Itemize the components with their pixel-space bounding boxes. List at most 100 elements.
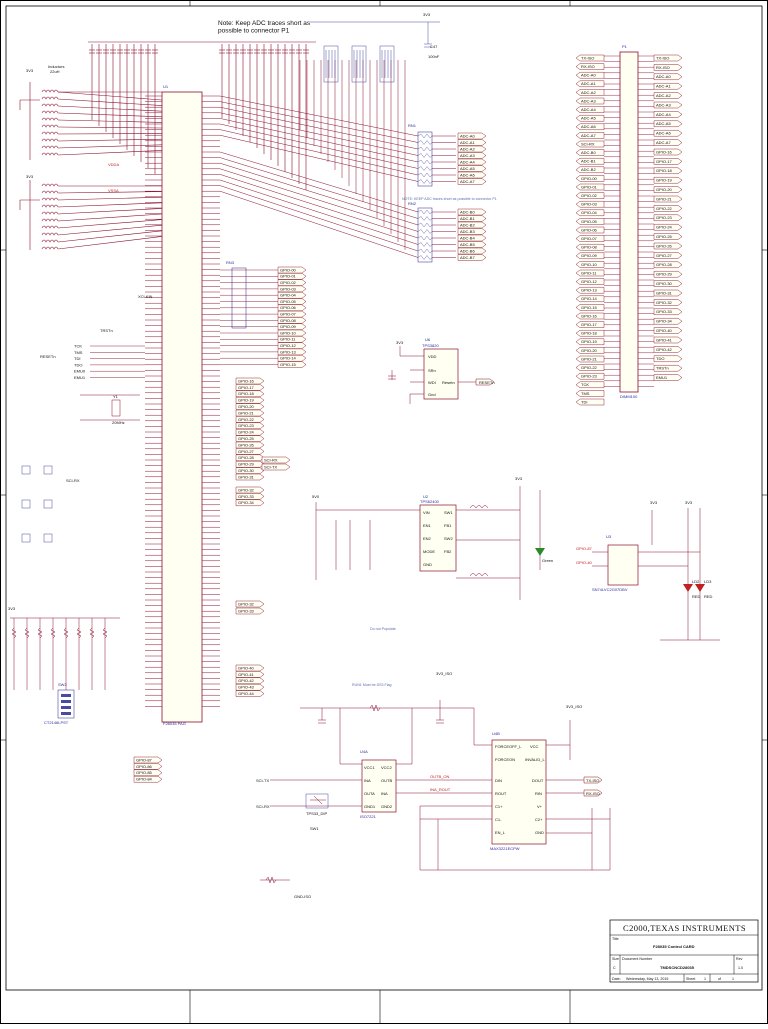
p1-left-flag-23-text: GPIO-09	[581, 253, 598, 258]
p1-right-flag-28: GPIO-34	[654, 318, 682, 324]
p1-left-flag-3: ADC-A1	[576, 81, 604, 87]
ina-rout-net: INA_ROUT	[430, 787, 451, 792]
v33-iso-label-2: 3V3_ISO	[566, 704, 582, 709]
tb-date-label: Date:	[612, 977, 621, 981]
u6-resetn-flag: RESETn	[479, 380, 495, 385]
gpio-a-flag-2: GPIO-02	[278, 280, 306, 286]
adc-b-flag-6: ADC-B6	[458, 248, 486, 254]
gpio-b-flag-13: GPIO-29	[236, 461, 264, 467]
led3-ref: LD3	[704, 579, 712, 584]
svg-text:VDDA: VDDA	[108, 162, 119, 167]
adc-a-flag-4-text: ADC-A4	[460, 159, 475, 164]
u3-value: SN74LVC2G07DBV	[592, 587, 628, 592]
adc-a-flag-5: ADC-A5	[458, 166, 486, 172]
gpio-a-flag-1: GPIO-01	[278, 273, 306, 279]
u3-gpio-in2: GPIO-40	[576, 560, 593, 565]
svg-text:22uH: 22uH	[50, 69, 60, 74]
p1-left-flag-24-text: GPIO-10	[581, 262, 598, 267]
tb-sheet-label: Sheet	[686, 977, 695, 981]
p1-right-flag-9: ADC-A7	[654, 140, 682, 146]
p1-left-flag-8: ADC-A6	[576, 124, 604, 130]
p1-right-flag-20: GPIO-26	[654, 243, 682, 249]
p1-right-flag-16: GPIO-22	[654, 205, 682, 211]
y1-ref: Y1	[113, 394, 119, 399]
gpio-a-flag-15-text: GPIO-15	[280, 362, 297, 367]
p1-right-flag-23: GPIO-29	[654, 271, 682, 277]
p1-right-flag-18: GPIO-24	[654, 224, 682, 230]
test-point-3	[44, 500, 52, 508]
gpio-a-flag-12: GPIO-12	[278, 343, 306, 349]
svg-text:INA: INA	[381, 791, 388, 796]
gpio-b-flag-3-text: GPIO-19	[238, 398, 255, 403]
gpio-33-lower-flag-text: GPIO-33	[238, 608, 255, 613]
u6-value: TPS3820	[422, 343, 439, 348]
p1-left-flag-30-text: GPIO-16	[581, 313, 598, 318]
p1-right-flag-28-text: GPIO-34	[656, 319, 673, 324]
gpio-a-flag-3-text: GPIO-03	[280, 286, 297, 291]
adc-a-flag-0: ADC-A0	[458, 133, 486, 139]
p1-right-flag-23-text: GPIO-29	[656, 272, 673, 277]
p1-right-flag-7-text: ADC-A5	[656, 121, 671, 126]
sw1-ref: SW1	[310, 826, 319, 831]
gpio-a-flag-7: GPIO-07	[278, 311, 306, 317]
p1-right-flag-4-text: ADC-A2	[656, 93, 671, 98]
svg-text:SW2: SW2	[444, 536, 453, 541]
tb-of-label: of	[718, 977, 721, 981]
p1-right-flag-29-text: GPIO-40	[656, 328, 673, 333]
p1-left-flag-2: ADC-A0	[576, 72, 604, 78]
gpio-b-net-flags: GPIO-16GPIO-17GPIO-18GPIO-19GPIO-20GPIO-…	[236, 378, 264, 480]
v5-label-u2: 5V0	[312, 494, 320, 499]
p1-left-flag-32-text: GPIO-18	[581, 331, 598, 336]
p1-left-flag-35-text: GPIO-21	[581, 356, 598, 361]
led3-value: RED	[704, 594, 713, 599]
p1-left-flag-31: GPIO-17	[576, 322, 604, 328]
v33-label-1: 3V3	[26, 68, 34, 73]
p1-right-flag-29: GPIO-40	[654, 328, 682, 334]
p1-left-flag-13-text: ADC-B2	[581, 167, 596, 172]
gpio-a-flag-12-text: GPIO-12	[280, 343, 297, 348]
p1-right-flag-6: ADC-A4	[654, 111, 682, 117]
p1-right-flag-15-text: GPIO-21	[656, 196, 673, 201]
u4b-value: MAX3221ECPW	[490, 846, 520, 851]
p1-left-flag-20-text: GPIO-06	[581, 227, 598, 232]
p1-left-flag-6: ADC-A4	[576, 107, 604, 113]
p1-right-flag-11: GPIO-17	[654, 158, 682, 164]
p1-right-flag-8-text: ADC-A6	[656, 131, 671, 136]
svg-text:VDD: VDD	[428, 354, 437, 359]
p1-right-flag-19-text: GPIO-25	[656, 234, 673, 239]
adc-a-flag-7-text: ADC-A7	[460, 179, 475, 184]
p1-right-net-flags: TX-ISORX-ISOADC-A0ADC-A1ADC-A2ADC-A3ADC-…	[654, 55, 682, 381]
rx-iso-flag: RX-ISO	[586, 791, 600, 796]
trst-label: TRSTn	[100, 328, 113, 333]
svg-text:C1+: C1+	[495, 804, 503, 809]
adc-b-flag-5-text: ADC-B5	[460, 242, 475, 247]
tb-title-label: Title	[612, 937, 619, 941]
tb-company: C2000,TEXAS INSTRUMENTS	[623, 923, 746, 933]
adc-a-flag-3: ADC-A3	[458, 153, 486, 159]
gpio-d-flag-4-text: GPIO-44	[238, 691, 255, 696]
p1-left-flag-9-text: ADC-A7	[581, 133, 596, 138]
gpio-c-flag-1-text: GPIO-33	[238, 494, 255, 499]
adc-a-flag-1-text: ADC-A1	[460, 140, 475, 145]
p1-left-flag-1: RX-ISO	[576, 64, 604, 70]
p1-right-flag-22-text: GPIO-28	[656, 262, 673, 267]
sci-rx-u1-flag: SCI-RX	[262, 457, 290, 463]
gpio-b-flag-13-text: GPIO-29	[238, 462, 255, 467]
p1-left-flag-7: ADC-A5	[576, 115, 604, 121]
p1-left-flag-23: GPIO-09	[576, 253, 604, 259]
p1-right-flag-0: TX-ISO	[654, 55, 682, 61]
p1-right-flag-17-text: GPIO-23	[656, 215, 673, 220]
p1-right-flag-9-text: ADC-A7	[656, 140, 671, 145]
p1-right-flag-8: ADC-A6	[654, 130, 682, 136]
gpio-a-flag-0: GPIO-00	[278, 267, 306, 273]
p1-right-flag-25-text: GPIO-31	[656, 290, 673, 295]
p1-left-flag-0-text: TX-ISO	[581, 55, 594, 60]
p1-right-flag-17: GPIO-23	[654, 215, 682, 221]
svg-text:Gnd: Gnd	[428, 392, 436, 397]
p1-left-flag-37-text: GPIO-23	[581, 374, 598, 379]
p1-right-flag-13-text: GPIO-19	[656, 178, 673, 183]
p1-left-flag-28-text: GPIO-14	[581, 296, 598, 301]
